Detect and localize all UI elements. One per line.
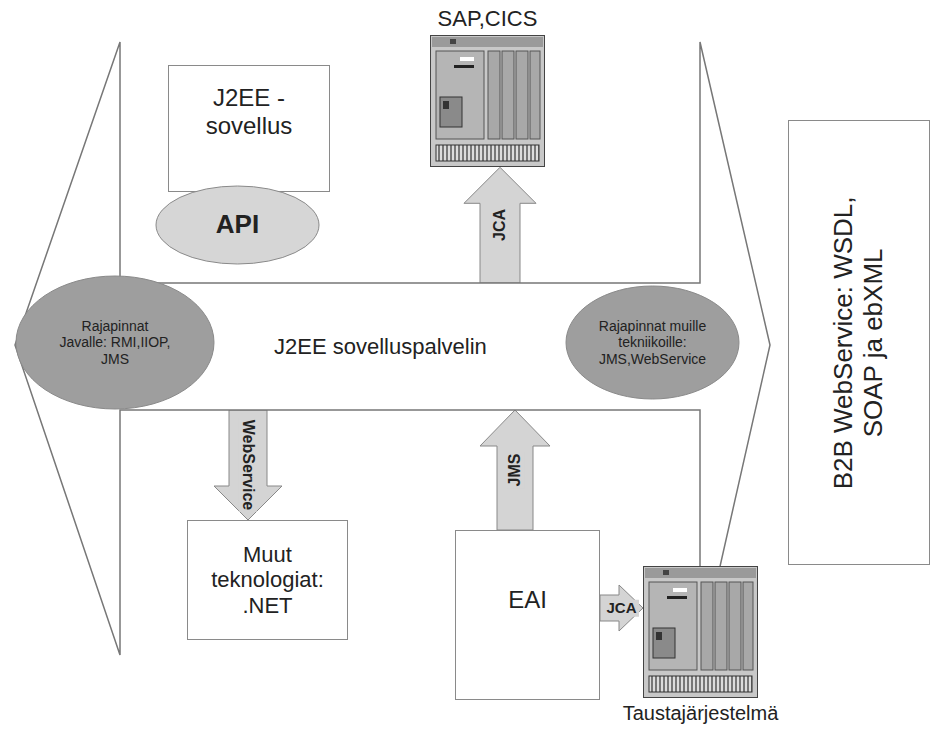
server-cabinet bbox=[430, 35, 545, 167]
arrow-label: WebService bbox=[239, 418, 257, 512]
ellipse-label: Rajapinnat Javalle: RMI,IIOP, JMS bbox=[56, 318, 174, 366]
block-arrow bbox=[480, 410, 550, 530]
block-arrow bbox=[464, 167, 536, 283]
application-box: J2EE - sovellus bbox=[168, 65, 330, 192]
server-cabinet bbox=[643, 566, 758, 698]
arrow-label: JMS bbox=[506, 452, 524, 489]
server-label: Taustajärjestelmä bbox=[623, 702, 779, 725]
backend-server: Taustajärjestelmä bbox=[608, 566, 793, 725]
server-label: SAP,CICS bbox=[438, 6, 538, 31]
ellipse-label: Rajapinnat muille tekniikoille: JMS,WebS… bbox=[588, 318, 718, 366]
technology-box: Muut teknologiat: .NET bbox=[187, 520, 348, 640]
arrow-label: JCA bbox=[491, 207, 509, 243]
box-label: Muut teknologiat: .NET bbox=[205, 542, 330, 618]
interface-ellipse: Rajapinnat muille tekniikoille: JMS,WebS… bbox=[565, 285, 740, 400]
block-arrow bbox=[214, 410, 282, 520]
api-ellipse: API bbox=[155, 185, 320, 265]
block-arrow bbox=[600, 585, 643, 631]
box-label: B2B WebService: WSDL, SOAP ja ebXML bbox=[829, 193, 889, 493]
eai-box: EAI bbox=[455, 530, 600, 700]
interface-ellipse: Rajapinnat Javalle: RMI,IIOP, JMS bbox=[15, 275, 215, 410]
arrow-label: JCA bbox=[604, 600, 638, 617]
band-label: J2EE sovelluspalvelin bbox=[274, 334, 487, 359]
b2b-box: B2B WebService: WSDL, SOAP ja ebXML bbox=[788, 120, 930, 565]
box-label: EAI bbox=[508, 586, 547, 614]
box-label: J2EE - sovellus bbox=[184, 84, 314, 139]
mainframe-server: SAP,CICS bbox=[425, 6, 550, 167]
server-band-arrow: J2EE sovelluspalvelin Rajapinnat Javalle:… bbox=[15, 283, 770, 410]
ellipse-label: API bbox=[216, 210, 259, 240]
